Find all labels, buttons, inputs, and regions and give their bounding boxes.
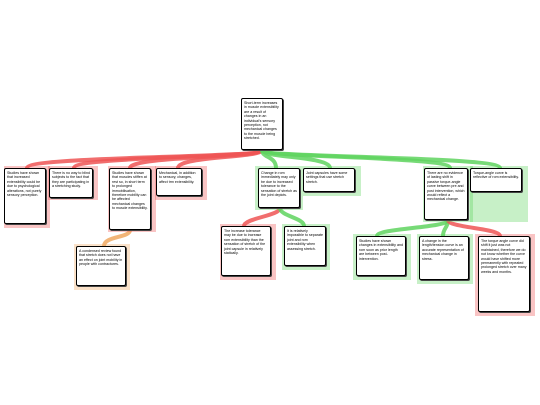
connector	[278, 207, 306, 227]
connector	[446, 218, 502, 238]
connector	[176, 148, 264, 170]
connector	[375, 218, 450, 238]
reason-node-6[interactable]: Studies have shown changes in extensibil…	[356, 236, 406, 276]
objection-node-2[interactable]: There is no way to blind subjects to the…	[49, 168, 93, 198]
objection-node-3[interactable]: Studies have shown that muscles stiffen …	[109, 168, 151, 230]
reason-node-4[interactable]: Torque-angle curve is reflective of rom …	[470, 168, 522, 192]
reason-node-2[interactable]: Joint capsules have some settings that u…	[303, 168, 355, 192]
reason-node-5[interactable]: It is relatively impossible to separate …	[284, 226, 326, 266]
reason-node-7[interactable]: A change in the length/tension curve is …	[419, 236, 469, 280]
objection-node-4[interactable]: Mechanical, in addition to sensory, chan…	[156, 168, 202, 196]
objection-node-6[interactable]: The torque angle curve did shift it just…	[478, 236, 530, 312]
connector	[242, 207, 282, 227]
connector	[102, 229, 132, 247]
objection-node-5[interactable]: The increase tolerance may be due to inc…	[221, 226, 271, 276]
root-claim[interactable]: Short-term increases in muscle extensibi…	[241, 98, 283, 150]
reason-node-3[interactable]: There are no evidence of lasting shift i…	[424, 168, 468, 220]
objection-node-1[interactable]: Studies have shown that increased extens…	[4, 168, 46, 224]
connector	[260, 148, 502, 170]
rebuttal-node-1[interactable]: A condensed review found that stretch do…	[76, 246, 126, 286]
reason-node-1[interactable]: Change in rom immediately may only be du…	[258, 168, 300, 208]
